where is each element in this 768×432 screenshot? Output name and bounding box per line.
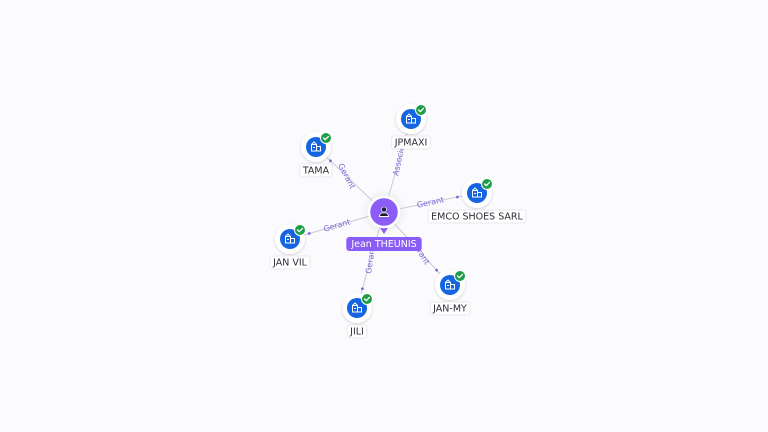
- verified-check-icon: [320, 132, 332, 144]
- company-node-jili[interactable]: [342, 293, 373, 323]
- building-icon: [352, 302, 362, 313]
- verified-check-icon: [294, 224, 306, 236]
- edge-arrow-icon: [456, 195, 459, 199]
- building-icon: [285, 233, 295, 244]
- person-icon: [379, 206, 389, 217]
- company-node-janvil[interactable]: [275, 224, 306, 254]
- company-node-emco[interactable]: [462, 178, 493, 208]
- company-label-bg: [299, 163, 333, 178]
- edge-label: Gerant: [416, 195, 445, 210]
- company-name-label: JPMAXI: [394, 138, 428, 149]
- company-label-bg: [269, 255, 311, 270]
- person-name-label: Jean THEUNIS: [350, 239, 416, 250]
- edge-arrow-icon: [329, 159, 332, 163]
- edge-label: Gerant: [364, 246, 377, 275]
- verified-check-icon: [481, 178, 493, 190]
- edge-arrow-icon: [361, 287, 364, 291]
- edge-label: Associe: [391, 145, 406, 177]
- verified-check-icon: [361, 293, 373, 305]
- verified-check-icon: [415, 104, 427, 116]
- company-name-label: EMCO SHOES SARL: [431, 212, 523, 223]
- building-icon: [406, 113, 416, 124]
- company-label-bg: [391, 135, 431, 150]
- building-icon: [472, 187, 482, 198]
- company-name-label: JILI: [349, 327, 364, 338]
- verified-check-icon: [454, 270, 466, 282]
- company-name-label: JAN-MY: [432, 304, 467, 315]
- company-label-bg: [346, 324, 368, 339]
- company-node-janmy[interactable]: [435, 270, 466, 300]
- building-icon: [445, 279, 455, 290]
- edge-arrow-icon: [435, 268, 438, 272]
- person-label-bg: [346, 237, 422, 251]
- nodes-layer: TAMA JPMAXI EMCO SHOES SARL JAN VIL JILI JAN-…: [269, 104, 527, 339]
- company-name-label: JAN VIL: [272, 258, 308, 269]
- company-label-bg: [427, 209, 527, 224]
- building-icon: [311, 141, 321, 152]
- edge-label: Gerant: [323, 217, 352, 233]
- company-node-tama[interactable]: [301, 132, 332, 162]
- company-label-bg: [429, 301, 471, 316]
- company-name-label: TAMA: [302, 166, 330, 177]
- edge-label: Gerant: [336, 162, 357, 191]
- company-node-jpmaxi[interactable]: [396, 104, 427, 134]
- center-node[interactable]: Jean THEUNIS: [346, 188, 422, 251]
- edge-arrow-icon: [307, 232, 311, 235]
